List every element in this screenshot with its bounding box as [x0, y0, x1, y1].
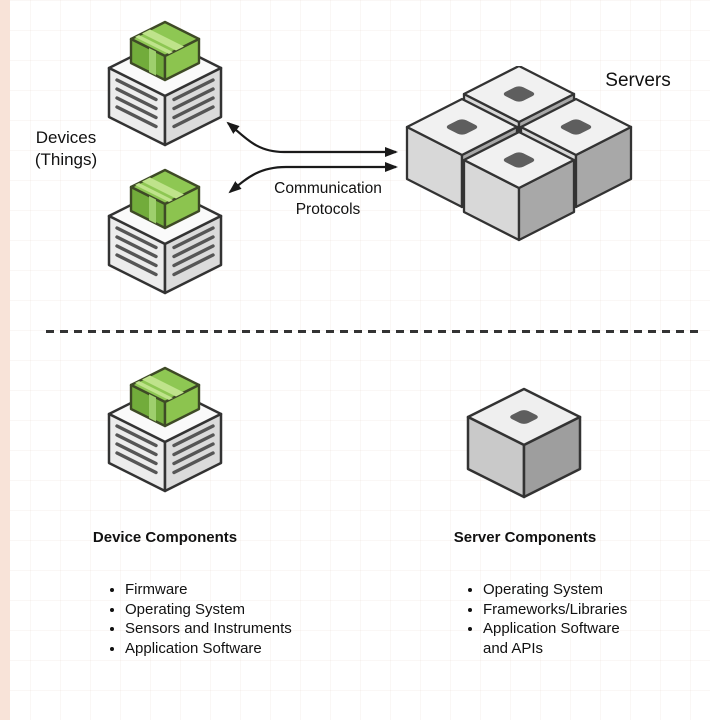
server-cube-icon [466, 387, 582, 499]
list-item: Sensors and Instruments [125, 619, 292, 639]
communication-arrows-icon [226, 121, 398, 194]
device-cube-icon [107, 20, 223, 147]
list-item: Operating System [483, 580, 641, 600]
list-item: Operating System [125, 600, 292, 620]
server-components-heading: Server Components [453, 529, 597, 546]
dashed-divider [46, 330, 698, 333]
device-components-list: Firmware Operating System Sensors and In… [107, 580, 292, 658]
list-item: Application Software and APIs [483, 619, 641, 658]
comm-label-line2: Protocols [295, 201, 361, 218]
vent-lines-icon [115, 78, 215, 129]
server-components-list: Operating System Frameworks/Libraries Ap… [465, 580, 641, 658]
devices-label: Devices (Things) [8, 127, 124, 171]
comm-label-line1: Communication [274, 180, 382, 197]
vent-lines-icon [115, 424, 215, 475]
communication-protocols-label: Communication Protocols [247, 178, 409, 220]
servers-label: Servers [605, 70, 671, 91]
device-cube-icon [107, 366, 223, 493]
device-components-heading: Device Components [92, 529, 238, 546]
devices-label-line1: Devices [35, 128, 97, 147]
devices-label-line2: (Things) [34, 150, 98, 169]
list-item: Application Software [125, 639, 292, 659]
list-item: Firmware [125, 580, 292, 600]
server-cluster-icon [405, 66, 633, 242]
vent-lines-icon [115, 226, 215, 277]
device-cube-icon [107, 168, 223, 295]
left-border-stripe [0, 0, 10, 720]
list-item: Frameworks/Libraries [483, 600, 641, 620]
